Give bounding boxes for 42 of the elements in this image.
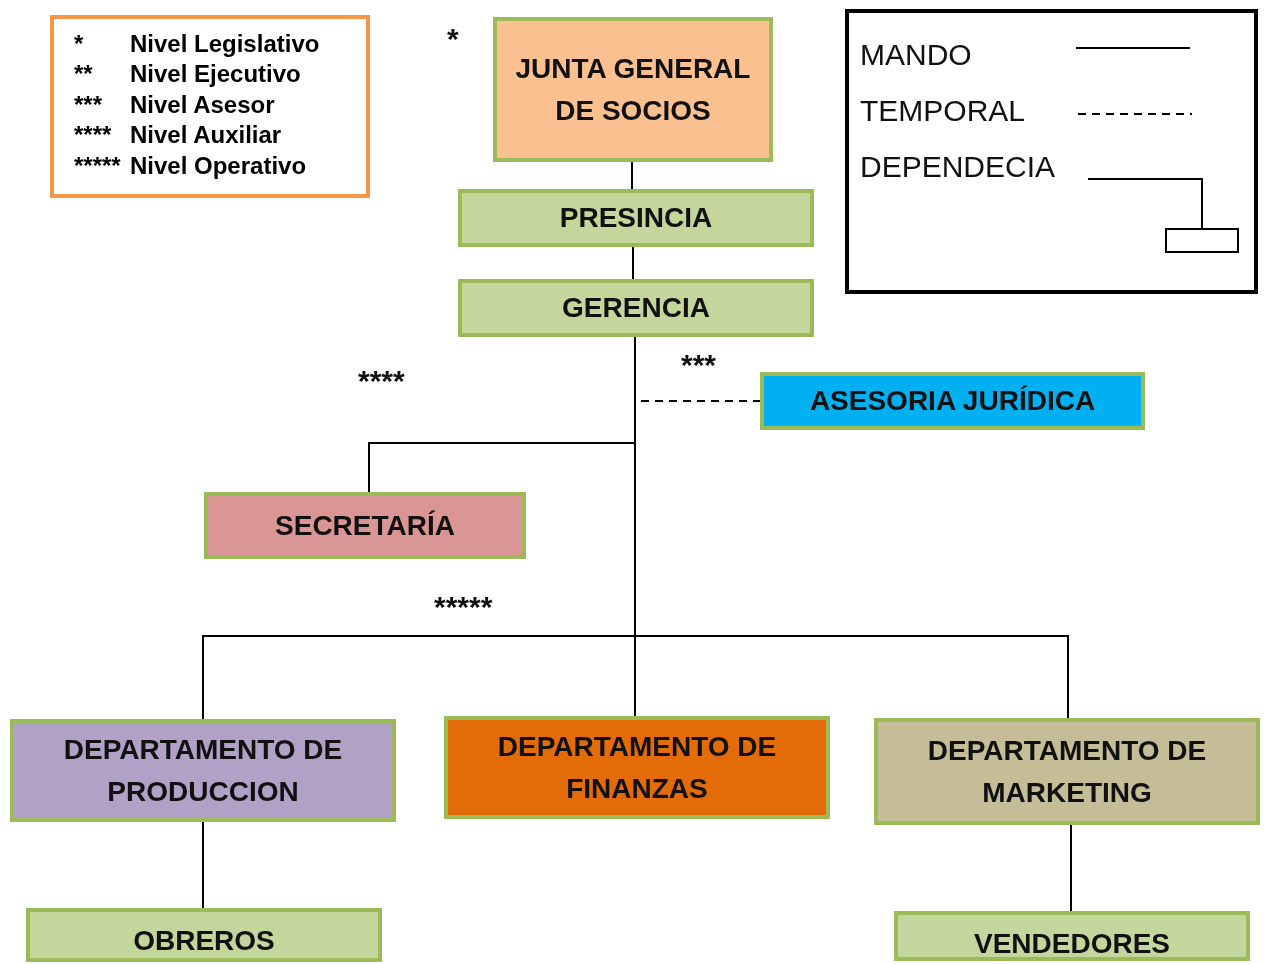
box-title: DEPARTAMENTO DE FINANZAS: [496, 729, 778, 806]
org-box: [458, 189, 814, 247]
org-box: [760, 372, 1145, 430]
box-title: PRESINCIA: [559, 201, 713, 235]
connector-line: [1070, 824, 1072, 912]
key-text: Nivel Asesor: [130, 91, 276, 119]
box-title: DEPARTAMENTO DE MARKETING: [926, 733, 1208, 810]
legend-label: TEMPORAL: [860, 94, 1026, 128]
box-title: GERENCIA: [562, 291, 710, 325]
key-text: Nivel Operativo: [130, 152, 308, 179]
box-title: VENDEDORES: [973, 927, 1170, 961]
level-marker: *: [447, 24, 459, 54]
box-title: ASESORIA JURÍDICA: [809, 384, 1096, 418]
key-text: Nivel Auxiliar: [130, 122, 283, 149]
level-marker: **: [74, 61, 94, 88]
org-box: [444, 716, 830, 819]
org-box: [493, 17, 773, 162]
level-marker: *****: [74, 152, 122, 179]
box-title: SECRETARÍA: [275, 508, 455, 543]
level-marker: ***: [74, 91, 104, 119]
org-box: [894, 911, 1250, 961]
key-text: Nivel Ejecutivo: [130, 61, 302, 88]
org-box: [204, 492, 526, 559]
org-box: [26, 908, 382, 962]
level-marker: ***: [681, 350, 717, 380]
connector-line: [202, 821, 204, 909]
legend-label: DEPENDECIA: [860, 150, 1056, 184]
org-box: [10, 719, 396, 822]
connector-line: [631, 161, 633, 190]
level-marker: ****: [358, 366, 405, 396]
box-title: OBREROS: [133, 924, 275, 958]
box-title: JUNTA GENERAL DE SOCIOS: [514, 51, 752, 128]
level-marker: *****: [434, 592, 493, 622]
org-box: [874, 718, 1260, 825]
connector-line: [632, 246, 634, 280]
org-box: [458, 279, 814, 337]
key-box: [50, 15, 370, 198]
legend-label: MANDO: [860, 38, 972, 72]
level-marker: *: [74, 31, 85, 58]
level-marker: ****: [74, 122, 113, 149]
key-text: Nivel Legislativo: [130, 31, 320, 58]
box-title: DEPARTAMENTO DE PRODUCCION: [62, 732, 344, 809]
